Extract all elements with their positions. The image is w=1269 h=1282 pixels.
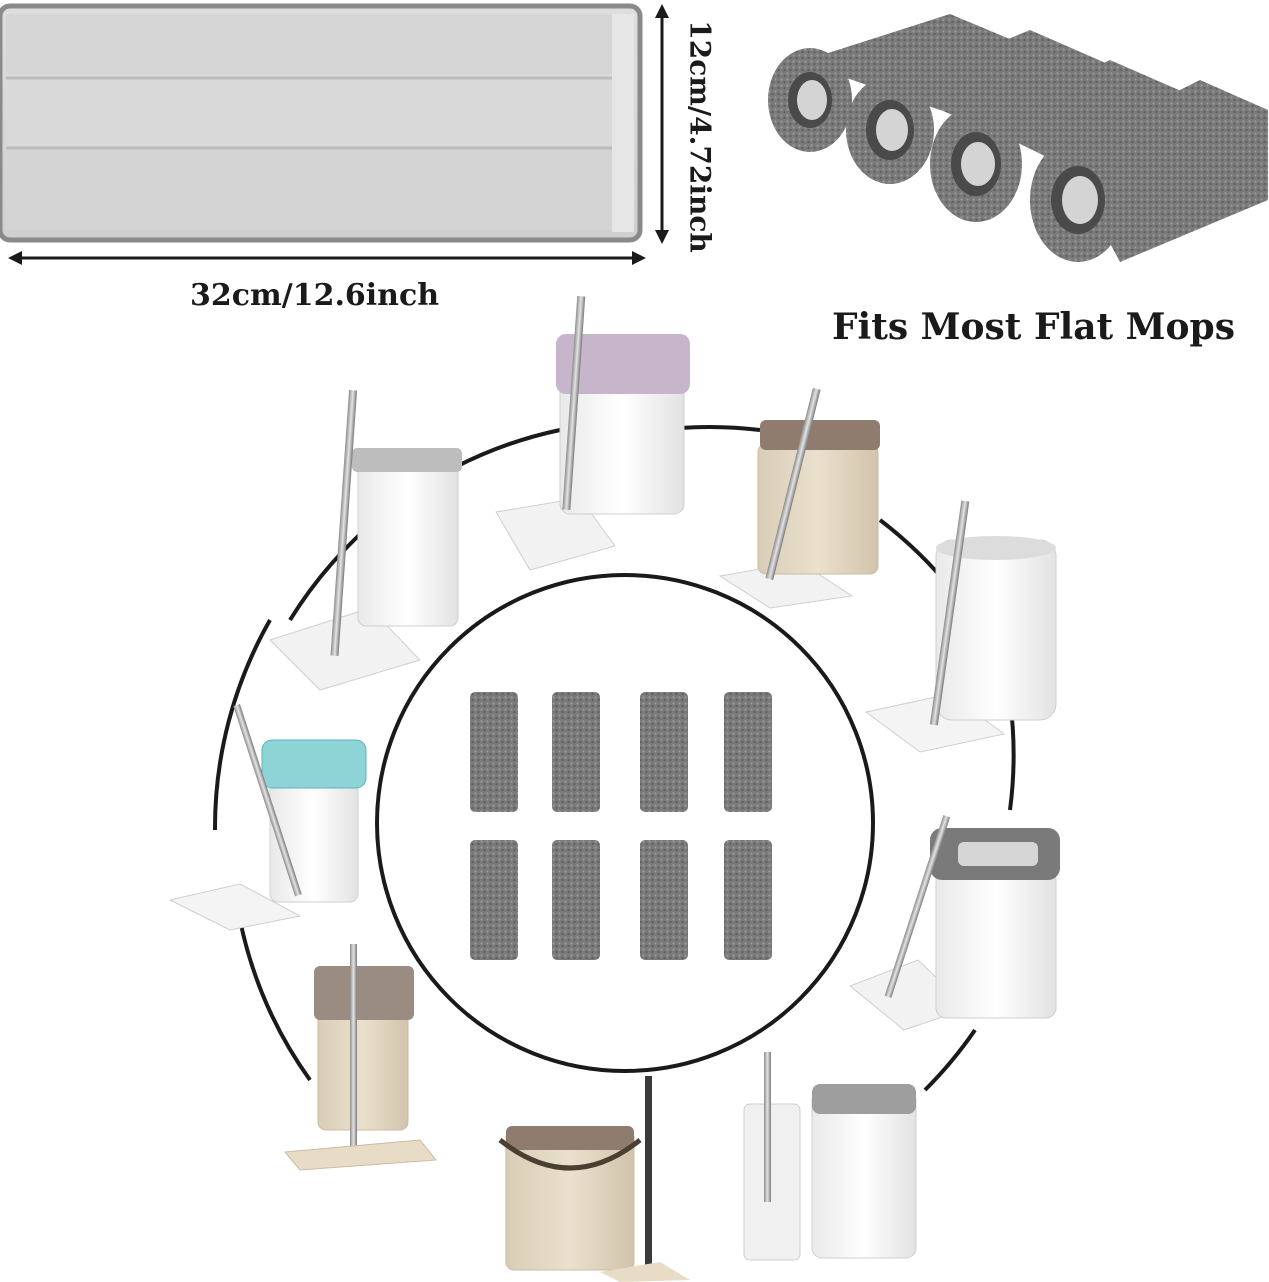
- refill-pad: [724, 692, 772, 812]
- pad-height-label: 12cm/4.72inch: [683, 20, 717, 253]
- mop-kit-purple-lid: [495, 295, 690, 571]
- refill-pad: [470, 840, 518, 960]
- mop-kit-beige-twin: [498, 1076, 690, 1282]
- pad-width-label: 32cm/12.6inch: [190, 278, 440, 313]
- rolled-pad: [1030, 80, 1268, 262]
- refill-pads-group: [375, 573, 875, 1073]
- rolled-pad: [930, 60, 1220, 222]
- mop-kit-brown-lid: [718, 387, 880, 609]
- refill-pad: [552, 840, 600, 960]
- fits-most-flat-mops-headline: Fits Most Flat Mops: [832, 306, 1235, 348]
- mop-kit-round-white: [864, 500, 1057, 753]
- inner-ring: [375, 573, 875, 1073]
- mop-kit-grey-lid: [269, 390, 462, 691]
- refill-pad: [640, 840, 688, 960]
- refill-pad: [552, 692, 600, 812]
- width-dimension-arrow: [8, 251, 646, 265]
- refill-pad: [640, 692, 688, 812]
- mop-pad-dimension-view: [0, 3, 643, 243]
- mop-kit-taupe: [284, 944, 437, 1171]
- rolled-pads-image: [768, 14, 1268, 262]
- mop-kit-white-slim: [743, 1052, 917, 1261]
- refill-pad: [724, 840, 772, 960]
- outer-ring: [212, 424, 1016, 1092]
- height-dimension-arrow: [655, 4, 669, 244]
- mop-kit-teal-lid: [168, 703, 367, 931]
- mop-kit-grey-handle: [849, 815, 1060, 1031]
- rolled-pad: [846, 30, 1140, 184]
- refill-pad: [470, 692, 518, 812]
